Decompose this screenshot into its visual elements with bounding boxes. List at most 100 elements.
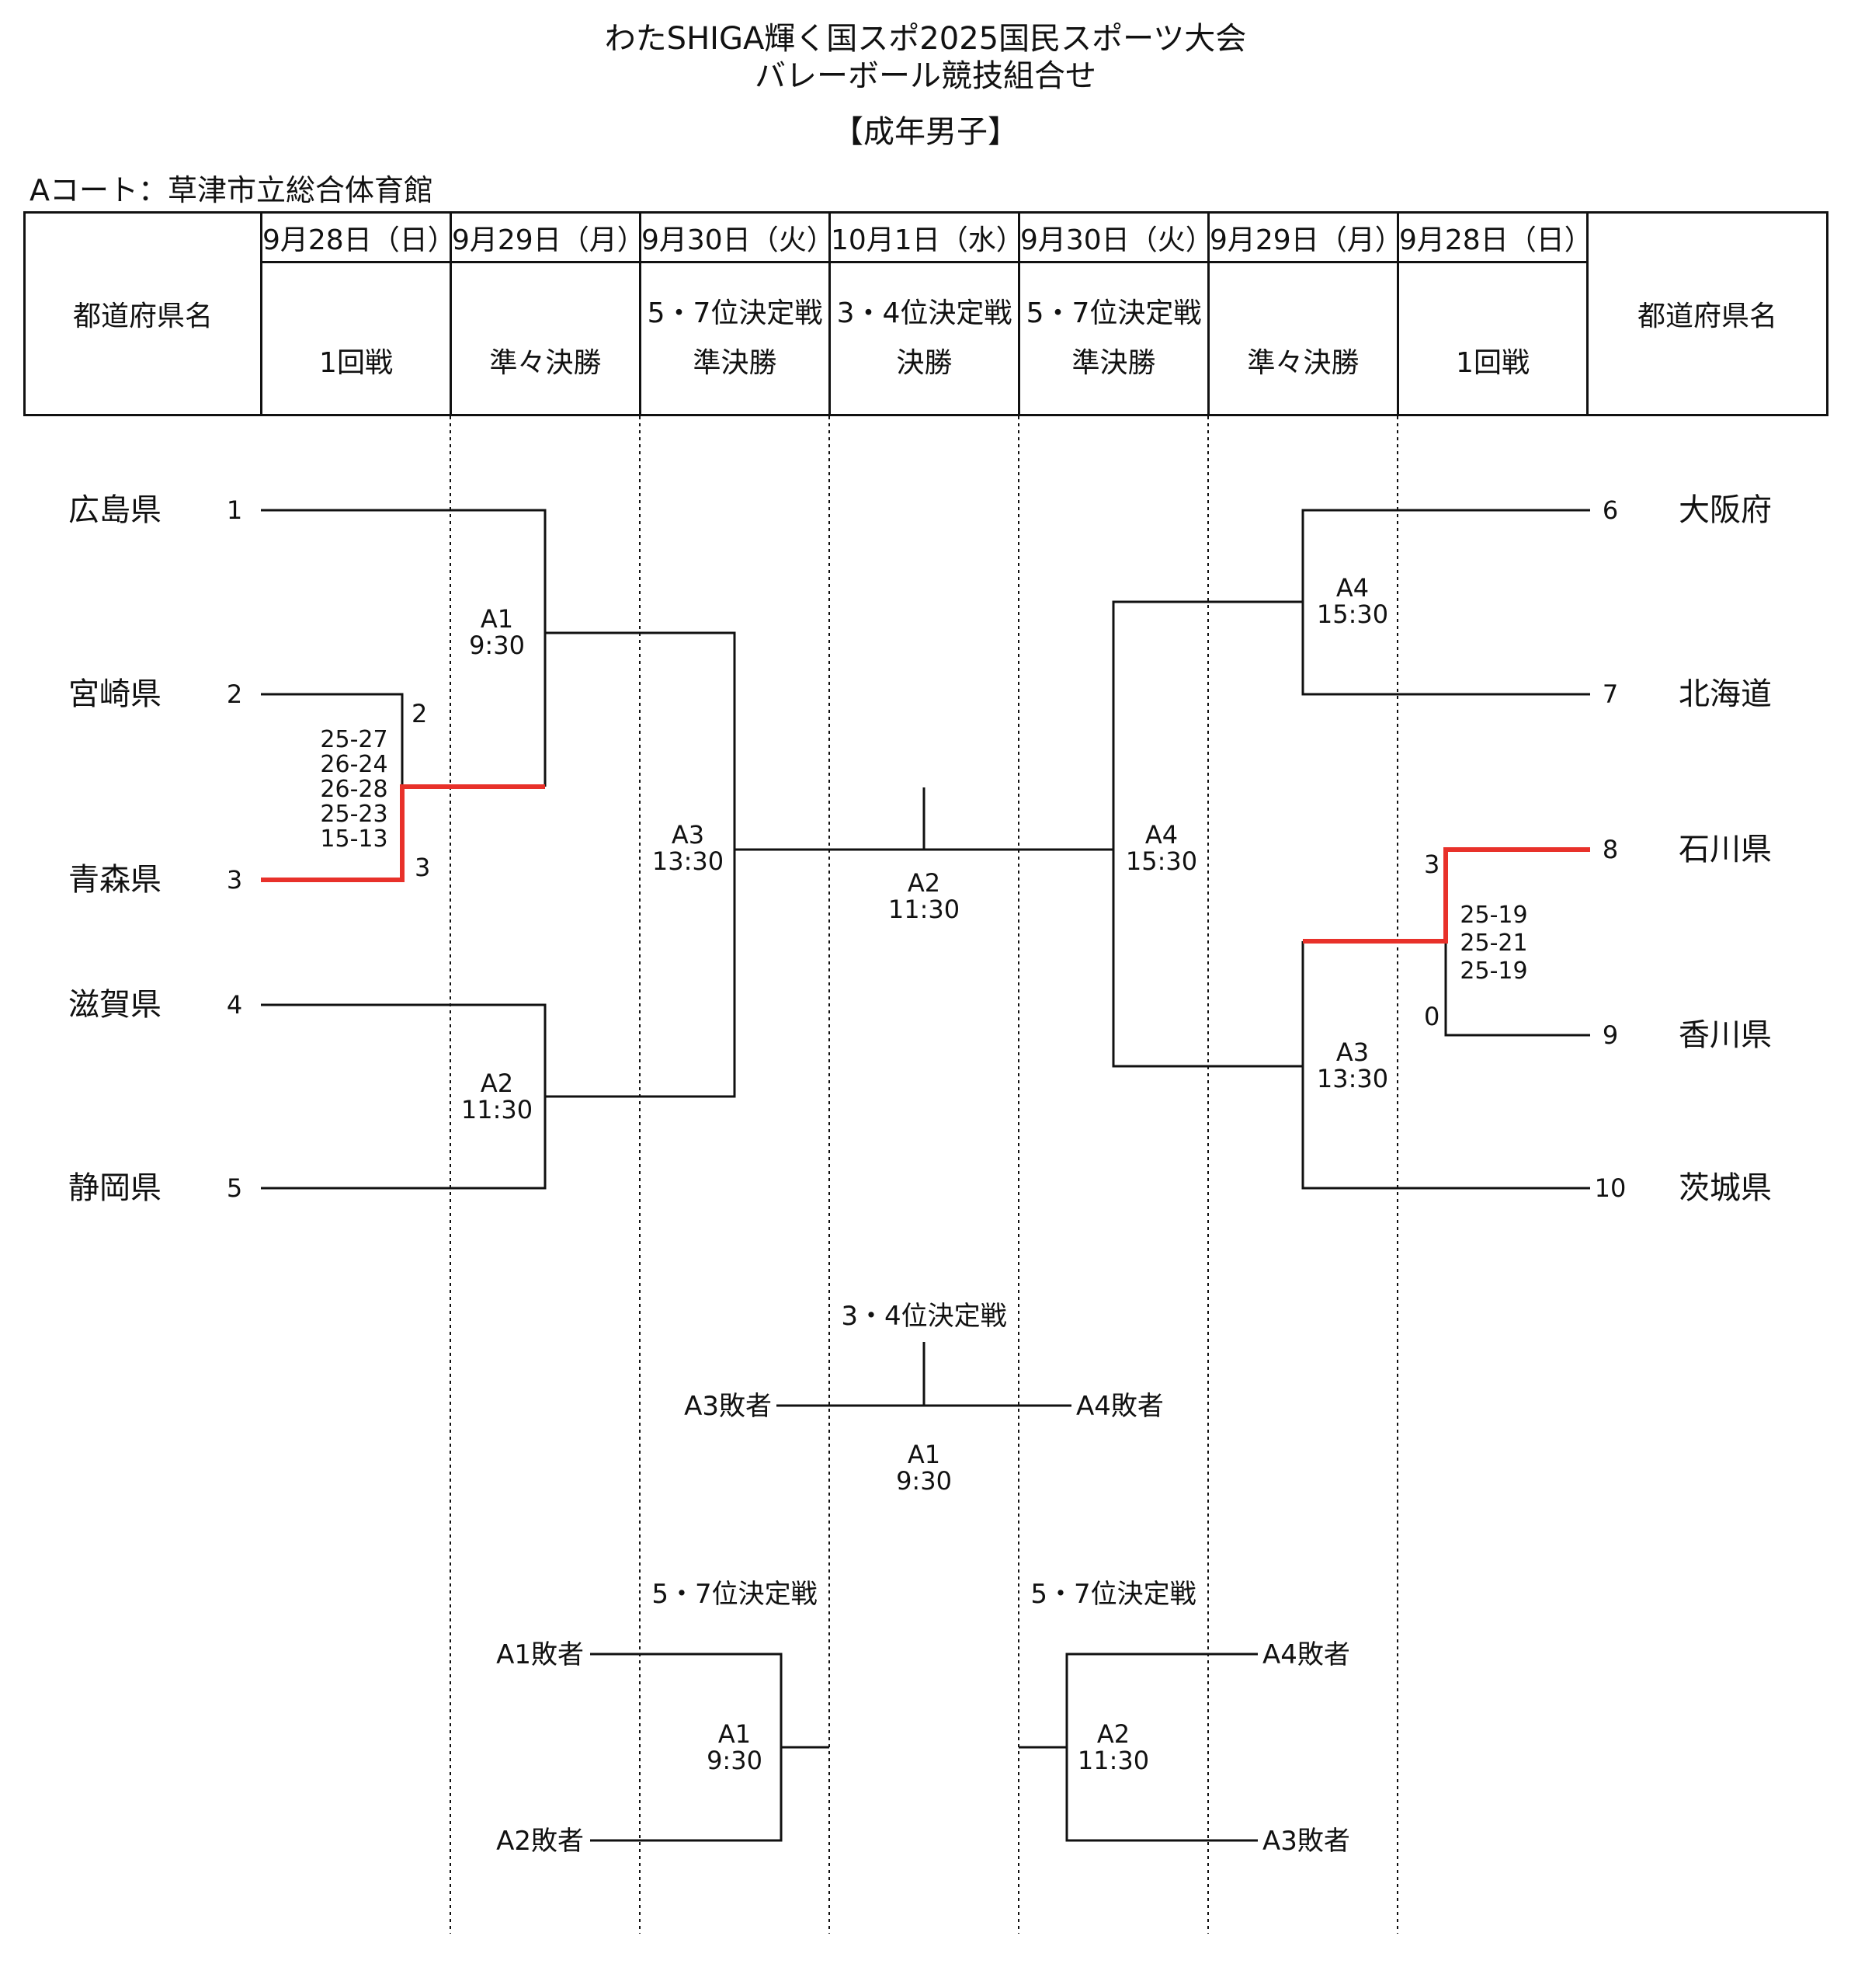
team-name: 大阪府 xyxy=(1679,492,1772,528)
round-col-6: 準々決勝 xyxy=(1207,261,1399,416)
round-line2: 1回戦 xyxy=(319,347,393,379)
fifth-right-title: 5・7位決定戦 xyxy=(1030,1579,1196,1610)
date-col-2: 9月29日（月） xyxy=(450,211,645,263)
third-place-match: 3・4位決定戦 A3敗者 A4敗者 A1 9:30 xyxy=(684,1301,1164,1496)
match-id: A2 xyxy=(908,868,940,898)
schedule-header: 都道府県名 9月28日（日） 9月29日（月） 9月30日（火） 10月1日（水… xyxy=(23,211,1828,416)
date-col-7: 9月28日（日） xyxy=(1397,211,1592,263)
match-id: A1 xyxy=(718,1719,751,1749)
fifth-place-left: 5・7位決定戦 A1敗者 A2敗者 A1 9:30 xyxy=(496,1579,818,1857)
third-place-title: 3・4位決定戦 xyxy=(841,1301,1006,1332)
pref-header-left: 都道府県名 xyxy=(23,211,262,416)
match-id: A1 xyxy=(908,1440,940,1469)
match-time: 11:30 xyxy=(888,895,960,924)
round-col-2: 準々決勝 xyxy=(450,261,641,416)
match-time: 9:30 xyxy=(469,631,525,660)
team-name: 石川県 xyxy=(1679,832,1772,867)
match-id: A1 xyxy=(481,604,513,634)
teams-right: 大阪府 北海道 石川県 香川県 茨城県 xyxy=(1679,492,1772,1206)
team-name: 滋賀県 xyxy=(68,987,161,1023)
seeds-right: 6 7 8 9 10 xyxy=(1595,495,1627,1203)
match-id: A3 xyxy=(672,820,704,850)
set-score: 25-19 xyxy=(1460,958,1527,985)
fifth-left-top: A1敗者 xyxy=(496,1639,584,1670)
team-name: 茨城県 xyxy=(1679,1170,1772,1206)
set-score: 25-23 xyxy=(320,801,387,828)
match-time: 9:30 xyxy=(896,1466,952,1496)
seeds-left: 1 2 3 4 5 xyxy=(227,495,242,1203)
match-id: A2 xyxy=(481,1069,513,1098)
match-id: A2 xyxy=(1097,1719,1130,1749)
team-name: 香川県 xyxy=(1679,1017,1772,1053)
seed-number: 8 xyxy=(1603,835,1618,864)
fifth-right-top: A4敗者 xyxy=(1262,1639,1350,1670)
round-line1: 5・7位決定戦 xyxy=(1026,297,1202,329)
set-score: 15-13 xyxy=(320,825,387,853)
winner-paths xyxy=(261,784,1590,944)
seed-number: 1 xyxy=(227,495,242,525)
fifth-left-bottom: A2敗者 xyxy=(496,1826,584,1857)
date-col-3: 9月30日（火） xyxy=(639,211,835,263)
fifth-left-title: 5・7位決定戦 xyxy=(651,1579,817,1610)
seed-number: 2 xyxy=(227,679,242,709)
round-line1: 5・7位決定戦 xyxy=(647,297,823,329)
line-right-semifinal xyxy=(1112,600,1303,1068)
title-line-2: バレーボール競技組合せ xyxy=(755,58,1096,94)
round-line2: 準々決勝 xyxy=(1247,347,1360,379)
seed-number: 3 xyxy=(227,865,242,895)
third-place-left: A3敗者 xyxy=(684,1391,772,1422)
round-line1: 3・4位決定戦 xyxy=(836,297,1012,329)
line-left-semifinal xyxy=(545,631,736,1098)
seed-number: 7 xyxy=(1603,679,1618,709)
fifth-right-bottom: A3敗者 xyxy=(1262,1826,1350,1857)
date-col-1: 9月28日（日） xyxy=(260,211,456,263)
category-subtitle: 【成年男子】 xyxy=(832,114,1019,150)
round-line2: 1回戦 xyxy=(1456,347,1530,379)
round-col-7: 1回戦 xyxy=(1397,261,1589,416)
line-team-9 xyxy=(1444,941,1590,1037)
match-time: 9:30 xyxy=(707,1746,762,1775)
fifth-place-right: 5・7位決定戦 A4敗者 A3敗者 A2 11:30 xyxy=(1030,1579,1350,1857)
set-score: 26-24 xyxy=(320,751,387,778)
seed-number: 10 xyxy=(1595,1173,1627,1203)
match-time: 11:30 xyxy=(461,1095,533,1124)
line-team-10 xyxy=(1301,941,1590,1190)
team-name: 広島県 xyxy=(68,492,161,528)
team-name: 宮崎県 xyxy=(68,676,161,712)
match-time: 15:30 xyxy=(1317,600,1388,629)
round-col-3: 5・7位決定戦準決勝 xyxy=(639,261,831,416)
set-score: 25-19 xyxy=(1460,902,1527,929)
winner-path-right xyxy=(1303,847,1590,944)
round-line2: 準決勝 xyxy=(693,347,777,379)
round-line2: 決勝 xyxy=(896,347,953,379)
third-place-right: A4敗者 xyxy=(1076,1391,1164,1422)
match-id: A4 xyxy=(1336,573,1369,603)
set-count: 3 xyxy=(1424,850,1439,879)
column-dividers xyxy=(450,416,1398,1934)
set-count: 0 xyxy=(1424,1002,1439,1031)
round-col-5: 5・7位決定戦準決勝 xyxy=(1018,261,1210,416)
result-right-round1: 3 0 25-19 25-21 25-19 xyxy=(1424,850,1528,1031)
winner-path-left xyxy=(261,784,545,882)
team-name: 静岡県 xyxy=(68,1170,161,1206)
team-name: 北海道 xyxy=(1679,676,1772,712)
match-time: 13:30 xyxy=(652,846,724,876)
round-col-1: 1回戦 xyxy=(260,261,452,416)
line-team-1 xyxy=(261,509,547,787)
team-name: 青森県 xyxy=(68,862,161,898)
match-id: A4 xyxy=(1145,820,1178,850)
set-score: 25-21 xyxy=(1460,930,1527,957)
seed-number: 5 xyxy=(227,1173,242,1203)
date-col-5: 9月30日（火） xyxy=(1018,211,1214,263)
match-labels: A1 9:30 A2 11:30 A3 13:30 A2 11:30 A4 15… xyxy=(461,573,1388,1124)
seed-number: 6 xyxy=(1603,495,1618,525)
round-col-4: 3・4位決定戦決勝 xyxy=(828,261,1020,416)
round-line2: 準決勝 xyxy=(1071,347,1156,379)
date-col-4: 10月1日（水） xyxy=(828,211,1024,263)
title-line-1: わたSHIGA輝く国スポ2025国民スポーツ大会 xyxy=(604,21,1247,57)
pref-header-right: 都道府県名 xyxy=(1586,211,1828,416)
seed-number: 4 xyxy=(227,990,242,1020)
match-time: 15:30 xyxy=(1126,846,1197,876)
bracket-lines xyxy=(261,509,1590,1842)
